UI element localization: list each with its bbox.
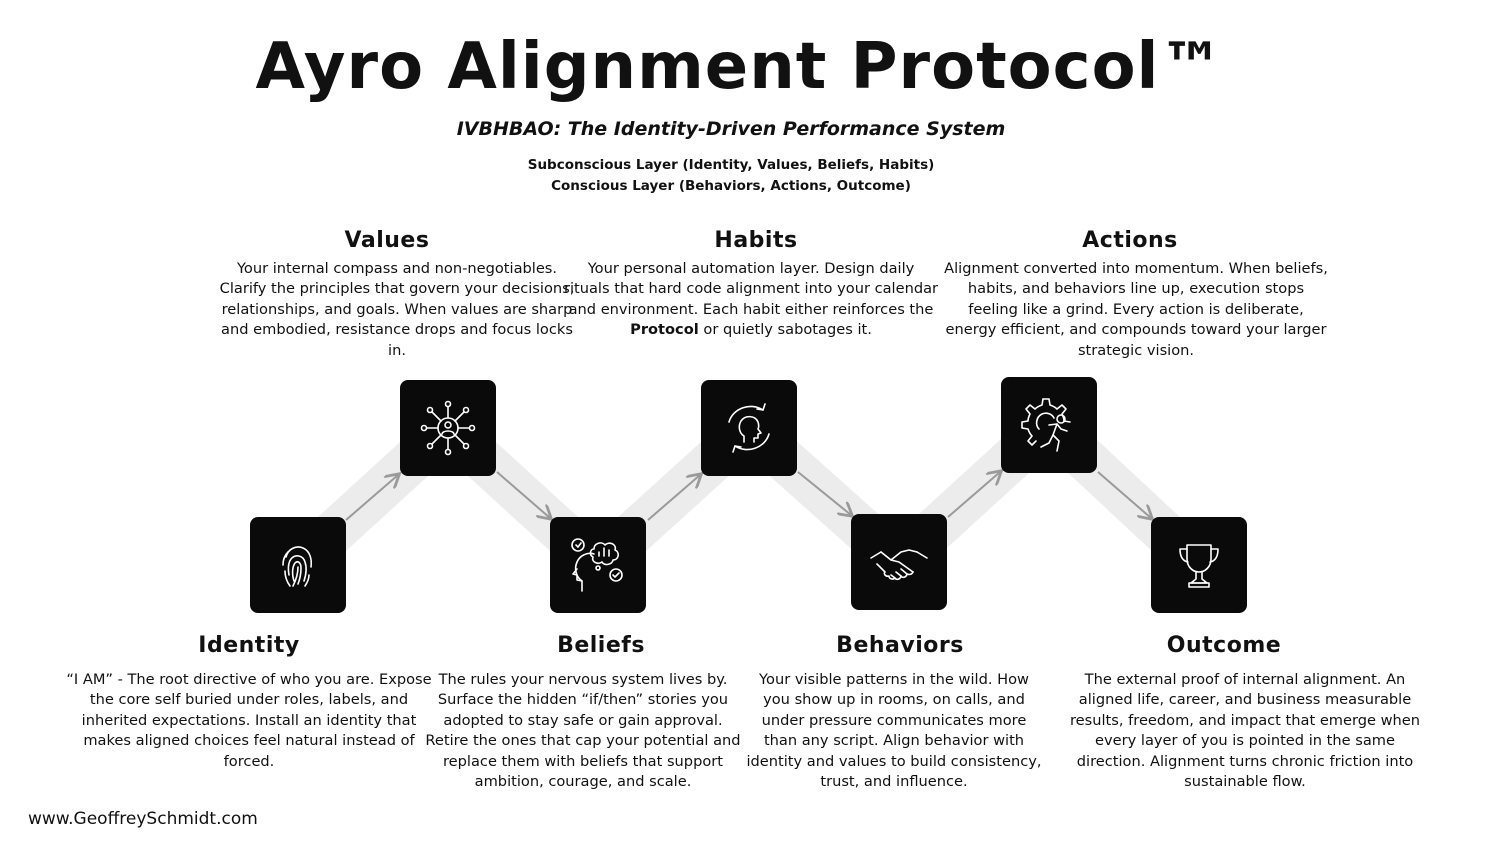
flow-arrow [647, 475, 700, 521]
stage-title-habits: Habits [714, 228, 798, 253]
stage-desc-actions: Alignment converted into momentum. When … [944, 260, 1328, 359]
stage-desc-outcome: The external proof of internal alignment… [1069, 671, 1421, 791]
stage-desc-habits-text-before: Your personal automation layer. Design d… [563, 260, 939, 318]
website-url: www.GeoffreySchmidt.com [28, 809, 258, 829]
stage-desc-habits-protocol: Protocol [630, 321, 699, 339]
gear-runner-icon [1021, 398, 1071, 452]
flow-arrow [345, 475, 398, 521]
behaviors-icon-box [851, 514, 947, 610]
stage-title-actions: Actions [1082, 228, 1178, 253]
network-person-icon [420, 400, 476, 456]
head-cycle-icon [728, 403, 770, 453]
conscious-layer-line: Conscious Layer (Behaviors, Actions, Out… [551, 178, 911, 194]
stage-desc-identity: “I AM” - The root directive of who you a… [66, 671, 432, 770]
stage-desc-beliefs: The rules your nervous system lives by. … [420, 670, 746, 792]
stage-desc-habits-text-after: or quietly sabotages it. [698, 321, 872, 339]
flow-arrow [797, 471, 851, 515]
flow-arrow [496, 471, 550, 518]
stage-title-beliefs: Beliefs [557, 633, 645, 658]
values-icon-box [400, 380, 496, 476]
page-title: Ayro Alignment Protocol™ [255, 30, 1225, 104]
stage-desc-behaviors: Your visible patterns in the wild. How y… [746, 671, 1042, 791]
stage-title-outcome: Outcome [1166, 633, 1282, 658]
actions-icon-box [1001, 377, 1097, 473]
subconscious-layer-line: Subconscious Layer (Identity, Values, Be… [527, 157, 935, 173]
stage-desc-habits: Your personal automation layer. Design d… [563, 259, 939, 341]
head-thoughts-icon [571, 538, 623, 592]
stage-desc-beliefs-text: The rules your nervous system lives by. … [425, 671, 741, 791]
handshake-icon [870, 549, 928, 581]
stage-title-behaviors: Behaviors [836, 633, 964, 658]
fingerprint-icon [282, 546, 313, 587]
identity-icon-box [250, 517, 346, 613]
flow-arrow [947, 472, 1000, 518]
flow-arrow [1097, 471, 1151, 518]
stage-title-identity: Identity [198, 633, 300, 658]
beliefs-icon-box [550, 517, 646, 613]
outcome-icon-box [1151, 517, 1247, 613]
trophy-icon [1179, 544, 1219, 588]
page-subtitle: IVBHBAO: The Identity-Driven Performance… [456, 118, 1006, 140]
stage-title-values: Values [344, 228, 430, 253]
habits-icon-box [701, 380, 797, 476]
stage-desc-values: Your internal compass and non-negotiable… [219, 260, 575, 359]
